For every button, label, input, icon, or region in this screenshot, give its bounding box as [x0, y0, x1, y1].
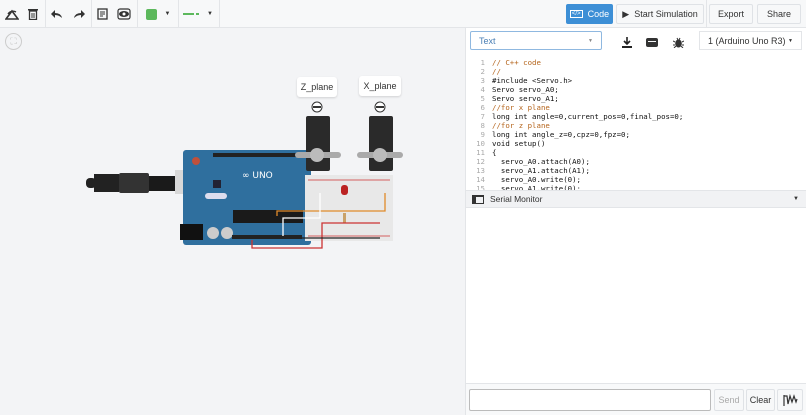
- line-number: 6: [480, 103, 485, 112]
- wire-type-picker[interactable]: ▼: [180, 4, 216, 24]
- code-text: servo_A1.attach(A1);: [492, 166, 590, 175]
- send-button[interactable]: Send: [714, 389, 744, 411]
- code-line: 4 Servo servo_A0;: [466, 85, 806, 94]
- code-line: 6 //for x plane: [466, 103, 806, 112]
- code-line: 12 servo_A0.attach(A0);: [466, 157, 806, 166]
- trash-icon[interactable]: [24, 4, 42, 24]
- line-number: 7: [480, 112, 485, 121]
- fit-view-button[interactable]: ⛶: [5, 33, 22, 50]
- redo-icon[interactable]: [70, 4, 88, 24]
- eye-icon[interactable]: [115, 4, 133, 24]
- code-text: Servo servo_A0;: [492, 85, 559, 94]
- line-number: 12: [476, 157, 485, 166]
- line-number: 8: [480, 121, 485, 130]
- line-number: 4: [480, 85, 485, 94]
- chevron-down-icon: ▼: [207, 11, 213, 17]
- serial-monitor-icon: [472, 194, 484, 204]
- code-text: // C++ code: [492, 58, 541, 67]
- line-number: 10: [476, 139, 485, 148]
- line-number: 9: [480, 130, 485, 139]
- code-line: 11 {: [466, 148, 806, 157]
- chevron-down-icon[interactable]: ▼: [793, 196, 799, 202]
- line-number: 2: [480, 67, 485, 76]
- code-text: //: [492, 67, 501, 76]
- z-plane-label[interactable]: Z_plane: [297, 77, 337, 97]
- rotate-icon[interactable]: [3, 4, 21, 24]
- clear-button[interactable]: Clear: [746, 389, 775, 411]
- arduino-uno-board: ∞ UNO: [180, 150, 311, 245]
- code-line: 3 #include <Servo.h>: [466, 76, 806, 85]
- circuit-diagram: ∞ UNO: [86, 101, 403, 249]
- chevron-down-icon: ▼: [588, 37, 593, 44]
- play-icon: ▶: [622, 8, 630, 19]
- code-text: #include <Servo.h>: [492, 76, 573, 85]
- svg-text:∞ UNO: ∞ UNO: [242, 171, 273, 181]
- code-text: //for z plane: [492, 121, 550, 130]
- code-text: servo_A1.write(0);: [492, 184, 581, 190]
- wire-icon: [183, 13, 200, 15]
- code-line: 15 servo_A1.write(0);: [466, 184, 806, 190]
- code-text: {: [492, 148, 497, 157]
- code-text: long int angle_z=0,cpz=0,fpz=0;: [492, 130, 630, 139]
- graph-toggle-button[interactable]: [777, 389, 803, 411]
- chevron-down-icon: ▼: [788, 37, 793, 44]
- toolbar: ▼ ▼ </>Code ▶Start Simulation Export Sha…: [0, 0, 806, 28]
- line-number: 11: [476, 148, 485, 157]
- undo-icon[interactable]: [48, 4, 66, 24]
- serial-output: [466, 209, 806, 383]
- export-button[interactable]: Export: [709, 4, 753, 24]
- x-plane-label[interactable]: X_plane: [359, 76, 401, 96]
- start-simulation-button[interactable]: ▶Start Simulation: [616, 4, 704, 24]
- code-text: //for x plane: [492, 103, 550, 112]
- library-icon[interactable]: [643, 32, 661, 52]
- color-swatch: [145, 8, 157, 20]
- graph-waveform-icon: [782, 394, 798, 406]
- circuit-canvas[interactable]: ⛶ ∞ UNO: [0, 28, 465, 415]
- line-number: 13: [476, 166, 485, 175]
- code-line: 2 //: [466, 67, 806, 76]
- debugger-bug-icon[interactable]: [669, 32, 687, 52]
- chevron-down-icon: ▼: [164, 11, 171, 17]
- code-text: Servo servo_A1;: [492, 94, 559, 103]
- code-line: 14 servo_A0.write(0);: [466, 175, 806, 184]
- device-select[interactable]: 1 (Arduino Uno R3)▼: [699, 31, 802, 50]
- share-button[interactable]: Share: [757, 4, 801, 24]
- code-line: 8 //for z plane: [466, 121, 806, 130]
- serial-input-bar: Send Clear: [466, 383, 806, 415]
- code-line: 5 Servo servo_A1;: [466, 94, 806, 103]
- line-number: 14: [476, 175, 485, 184]
- servo-z: [295, 101, 341, 171]
- code-line: 9 long int angle_z=0,cpz=0,fpz=0;: [466, 130, 806, 139]
- servo-x: [357, 101, 403, 171]
- line-number: 1: [480, 58, 485, 67]
- code-text: servo_A0.write(0);: [492, 175, 581, 184]
- code-panel: Text▼ 1 (Arduino Uno R3)▼ 1 // C++ code 2 /…: [465, 28, 806, 415]
- color-picker[interactable]: ▼: [141, 4, 175, 24]
- code-text: long int angle=0,current_pos=0,final_pos…: [492, 112, 684, 121]
- serial-input[interactable]: [469, 389, 711, 411]
- code-text: servo_A0.attach(A0);: [492, 157, 590, 166]
- code-line: 1 // C++ code: [466, 58, 806, 67]
- download-icon[interactable]: [618, 32, 636, 52]
- serial-monitor-header[interactable]: Serial Monitor ▼: [466, 190, 806, 208]
- code-line: 10 void setup(): [466, 139, 806, 148]
- code-button[interactable]: </>Code: [566, 4, 613, 24]
- line-number: 5: [480, 94, 485, 103]
- line-number: 15: [476, 184, 485, 190]
- code-line: 7 long int angle=0,current_pos=0,final_po…: [466, 112, 806, 121]
- code-text: void setup(): [492, 139, 546, 148]
- editor-mode-select[interactable]: Text▼: [470, 31, 602, 50]
- line-number: 3: [480, 76, 485, 85]
- code-icon: </>: [569, 10, 583, 18]
- code-line: 13 servo_A1.attach(A1);: [466, 166, 806, 175]
- notes-icon[interactable]: [93, 4, 111, 24]
- breadboard: [305, 175, 393, 241]
